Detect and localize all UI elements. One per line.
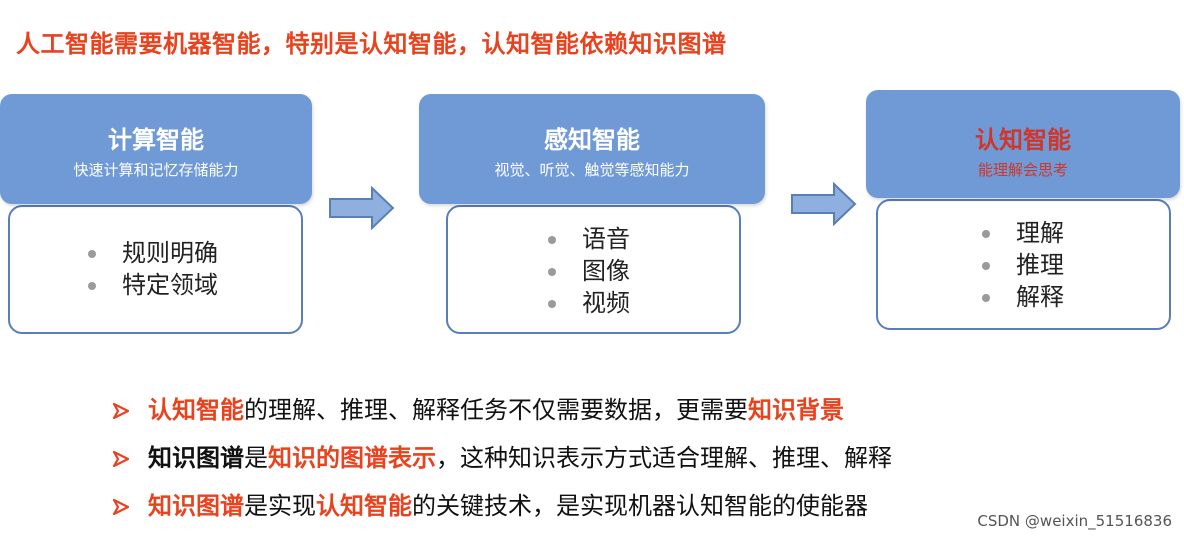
bullet-item: 语音 bbox=[546, 223, 630, 255]
bullet-item: 解释 bbox=[980, 281, 1064, 313]
stage-computing-header: 计算智能 快速计算和记忆存储能力 bbox=[0, 94, 312, 204]
stage-perception-subtitle: 视觉、听觉、触觉等感知能力 bbox=[494, 161, 690, 179]
key-point: 知识图谱是实现认知智能的关键技术，是实现机器认知智能的使能器 bbox=[112, 488, 892, 536]
stage-computing-body: 规则明确 特定领域 bbox=[8, 205, 303, 334]
bullet-item: 视频 bbox=[546, 287, 630, 319]
note-highlight: 知识的图谱表示 bbox=[268, 444, 436, 472]
right-arrow-icon bbox=[329, 185, 395, 231]
bullet-item: 推理 bbox=[980, 249, 1064, 281]
note-highlight: 认知智能 bbox=[148, 396, 244, 424]
note-text: 是 bbox=[244, 444, 268, 472]
note-highlight: 知识背景 bbox=[748, 396, 844, 424]
right-arrow-icon bbox=[791, 181, 857, 227]
chevron-right-icon bbox=[112, 498, 130, 516]
chevron-right-icon bbox=[112, 402, 130, 420]
note-term: 知识图谱 bbox=[148, 444, 244, 472]
stage-computing-title: 计算智能 bbox=[108, 126, 204, 154]
bullet-item: 特定领域 bbox=[86, 269, 218, 301]
key-point: 知识图谱是知识的图谱表示，这种知识表示方式适合理解、推理、解释 bbox=[112, 440, 892, 488]
stage-cognition-title: 认知智能 bbox=[975, 126, 1071, 154]
note-highlight: 认知智能 bbox=[316, 492, 412, 520]
headline: 人工智能需要机器智能，特别是认知智能，认知智能依赖知识图谱 bbox=[16, 30, 727, 58]
stage-computing-subtitle: 快速计算和记忆存储能力 bbox=[73, 161, 239, 179]
stage-cognition-subtitle: 能理解会思考 bbox=[977, 161, 1068, 179]
note-text: 的理解、推理、解释任务不仅需要数据，更需要 bbox=[244, 396, 748, 424]
stage-cognition-header: 认知智能 能理解会思考 bbox=[866, 90, 1180, 198]
stage-cognition-body: 理解 推理 解释 bbox=[876, 199, 1171, 330]
stage-perception-title: 感知智能 bbox=[544, 126, 640, 154]
note-text: ，这种知识表示方式适合理解、推理、解释 bbox=[436, 444, 892, 472]
stage-computing-bullets: 规则明确 特定领域 bbox=[86, 237, 218, 301]
stage-cognition-bullets: 理解 推理 解释 bbox=[980, 217, 1064, 313]
note-text: 是实现 bbox=[244, 492, 316, 520]
stage-perception-bullets: 语音 图像 视频 bbox=[546, 223, 630, 319]
chevron-right-icon bbox=[112, 450, 130, 468]
bullet-item: 规则明确 bbox=[86, 237, 218, 269]
key-points: 认知智能的理解、推理、解释任务不仅需要数据，更需要知识背景 知识图谱是知识的图谱… bbox=[112, 392, 892, 536]
stage-perception-header: 感知智能 视觉、听觉、触觉等感知能力 bbox=[419, 94, 765, 204]
note-highlight: 知识图谱 bbox=[148, 492, 244, 520]
key-point: 认知智能的理解、推理、解释任务不仅需要数据，更需要知识背景 bbox=[112, 392, 892, 440]
watermark: CSDN @weixin_51516836 bbox=[977, 512, 1172, 530]
bullet-item: 理解 bbox=[980, 217, 1064, 249]
note-text: 的关键技术，是实现机器认知智能的使能器 bbox=[412, 492, 868, 520]
stage-perception-body: 语音 图像 视频 bbox=[446, 205, 741, 334]
bullet-item: 图像 bbox=[546, 255, 630, 287]
